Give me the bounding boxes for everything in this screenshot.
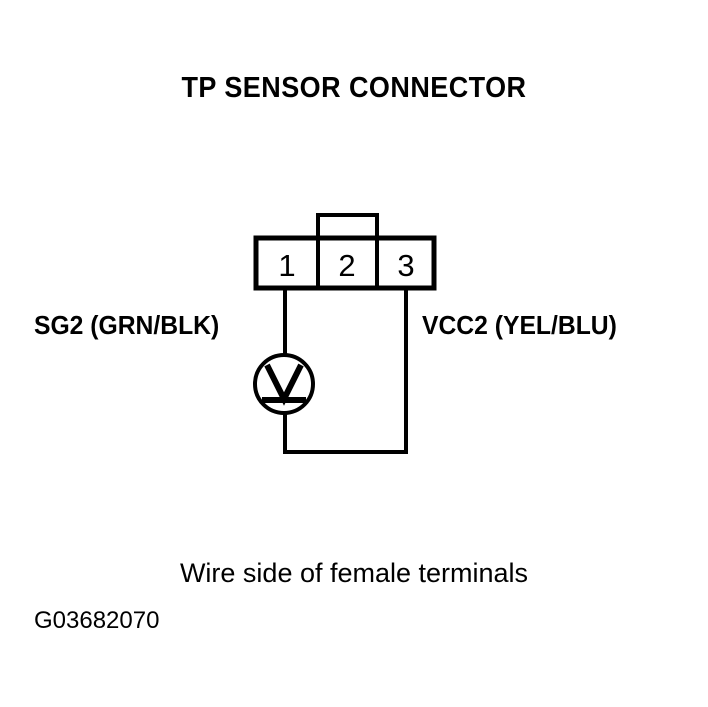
wire-label-vcc2: VCC2 (YEL/BLU)	[422, 310, 617, 340]
connector-locking-tab	[316, 213, 379, 240]
wire-label-sg2: SG2 (GRN/BLK)	[34, 310, 220, 340]
diagram-caption: Wire side of female terminals	[179, 558, 529, 588]
pin-number-3: 3	[397, 248, 414, 283]
page-title: TP SENSOR CONNECTOR	[181, 72, 527, 104]
figure-id-code: G03682070	[34, 607, 160, 634]
pin-number-1: 1	[278, 248, 295, 283]
pin-number-2: 2	[338, 248, 355, 283]
connector-body	[253, 235, 437, 291]
